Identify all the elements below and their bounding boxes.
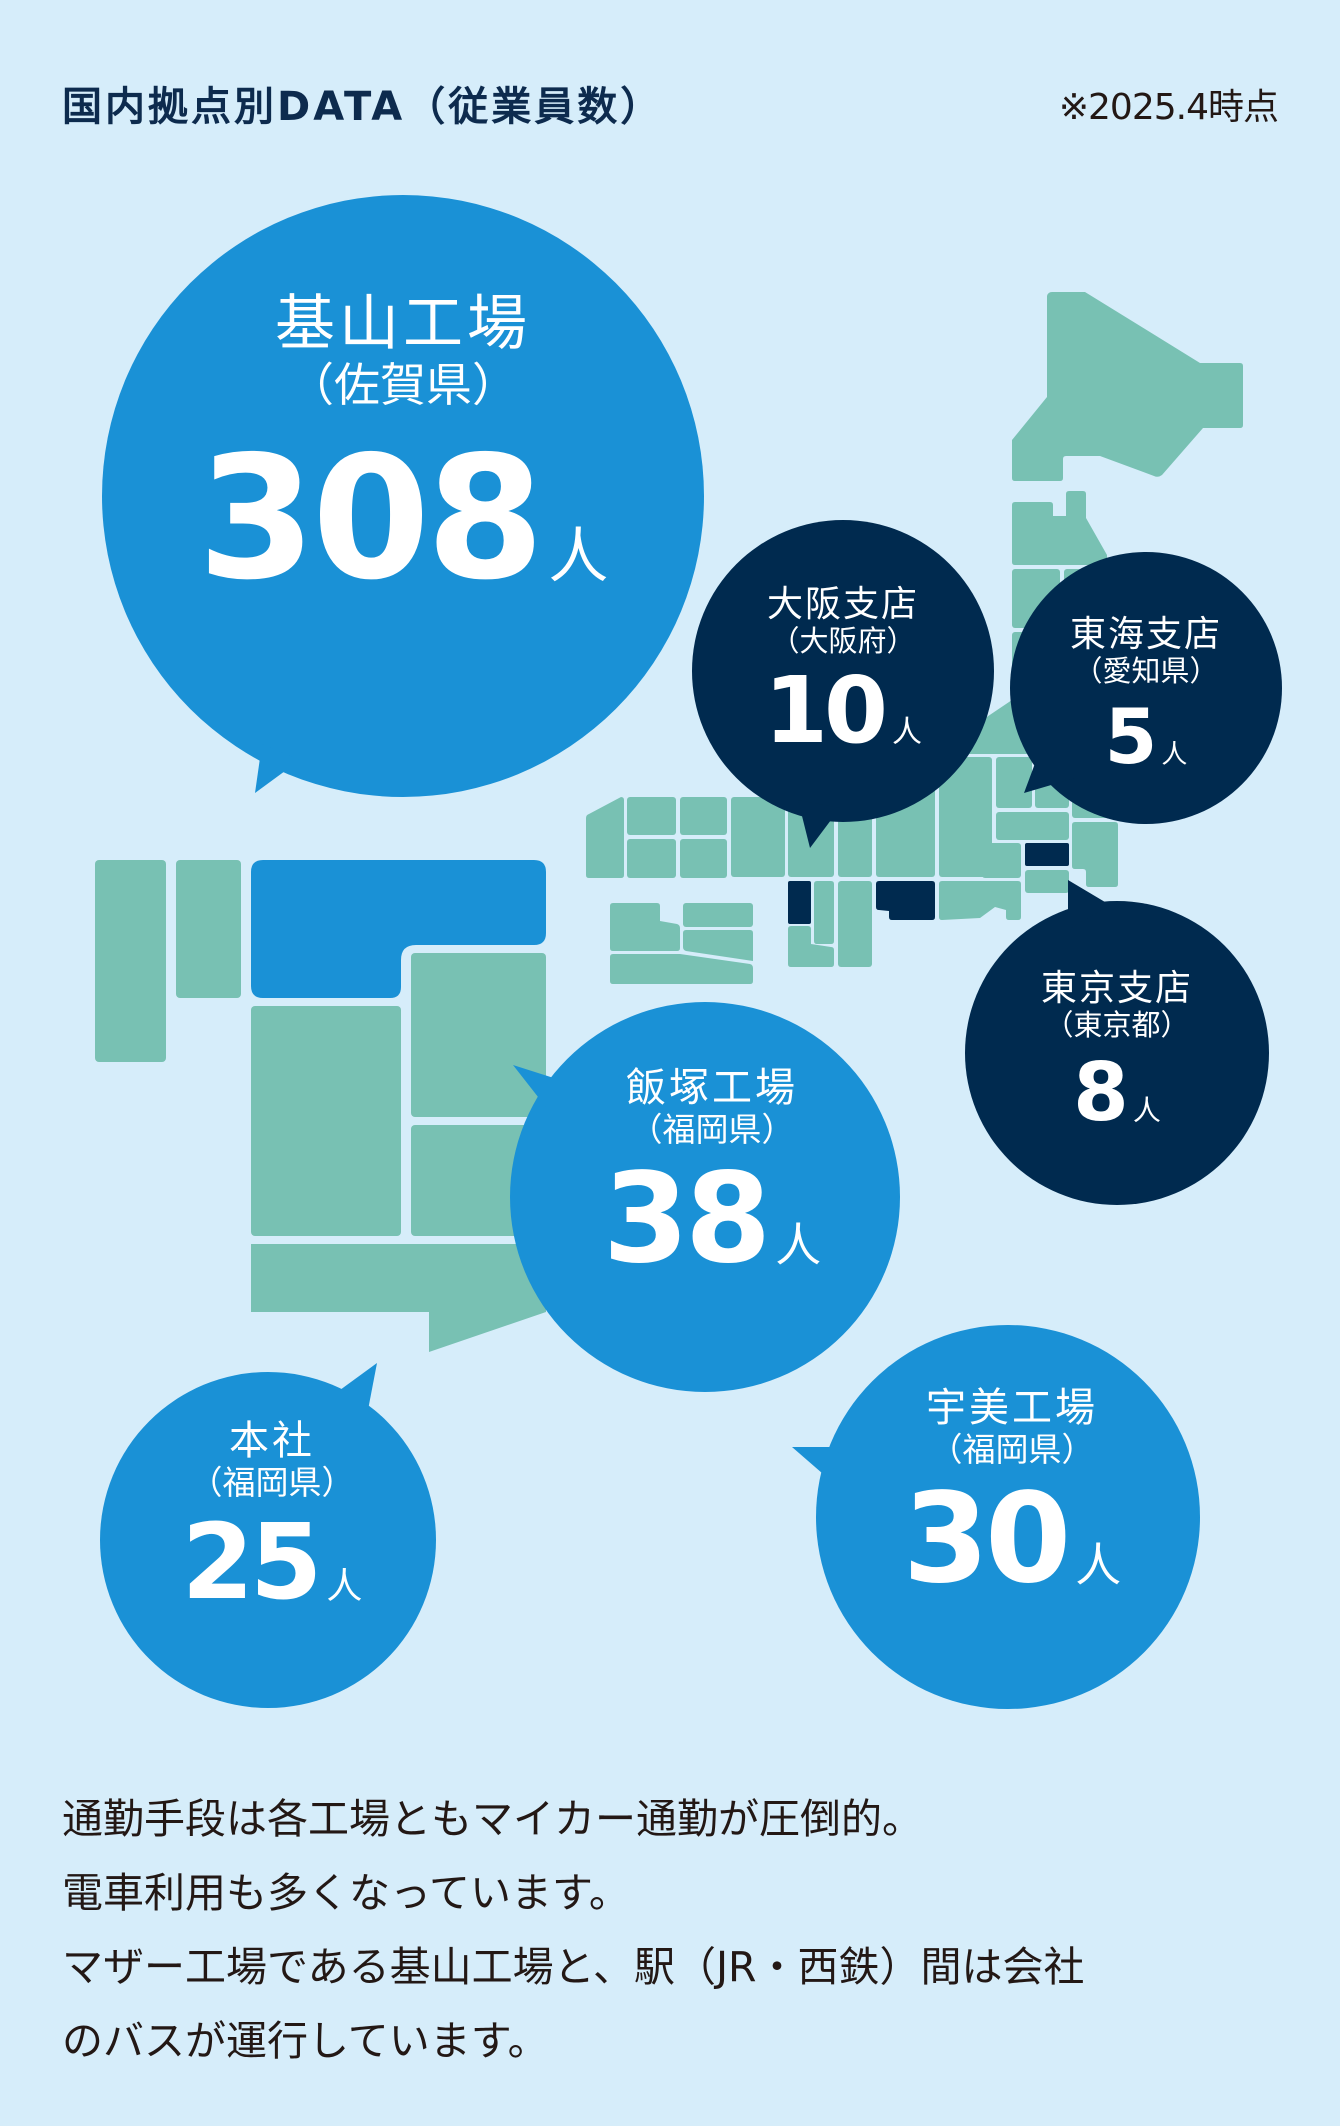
map-chiba [1072,822,1118,887]
page-title: 国内拠点別DATA（従業員数） [62,84,664,130]
location-count: 38 [602,1146,772,1291]
map-kochi [610,954,753,984]
location-count: 10 [763,656,888,764]
location-name: 飯塚工場 [626,1065,798,1111]
location-unit: 人 [1132,1093,1161,1127]
map-yamanashi [982,843,1021,878]
location-unit: 人 [548,521,609,592]
map-nagano [939,757,992,877]
bubble-umi [792,1325,1200,1709]
map-kyushu-kagoshima [251,1244,546,1352]
map-yamaguchi [586,797,624,878]
map-nara [814,881,834,944]
bubble-kiyama [102,195,704,797]
bubble-honsha [100,1363,436,1708]
japan-map [95,195,1282,1709]
map-kyushu-nagasaki [176,860,241,998]
location-unit: 人 [892,714,923,750]
map-kanagawa [1025,870,1069,893]
location-unit: 人 [1161,739,1188,770]
map-kyushu-oita [411,953,546,1117]
map-kyushu-nagasaki-west [95,860,166,1062]
map-shimane [627,797,676,835]
location-count: 8 [1073,1045,1129,1139]
map-wakayama [788,926,834,967]
map-aomori [1012,491,1107,565]
map-hyogo [731,797,785,877]
bubble-tokai [1010,552,1282,824]
map-hokkaido [1012,292,1243,481]
map-tokushima [683,930,753,961]
bubble-tokyo [965,880,1269,1205]
map-ehime [610,903,680,951]
map-hiroshima [627,839,676,878]
map-aichi-highlight [876,881,935,920]
location-count: 30 [902,1466,1072,1611]
location-count: 5 [1104,691,1158,781]
location-pref: （福岡県） [629,1110,795,1149]
location-unit: 人 [1075,1537,1122,1592]
commute-description: 通勤手段は各工場ともマイカー通勤が圧倒的。 電車利用も多くなっています。 マザー… [62,1782,1292,2078]
map-branch-highlights [788,843,1069,924]
location-pref: （愛知県） [1073,654,1219,689]
map-tokyo-highlight [1025,843,1069,866]
location-pref: （大阪府） [770,624,916,659]
description-line: 電車利用も多くなっています。 [62,1869,630,1917]
location-count: 308 [197,419,545,618]
bubble-iizuka [510,1002,900,1392]
map-shizuoka [939,881,1021,920]
location-pref: （佐賀県） [287,358,518,412]
location-pref: （福岡県） [189,1463,355,1502]
as-of-date: ※2025.4時点 [1058,87,1279,128]
map-tottori [680,797,727,835]
location-count: 25 [181,1500,323,1623]
map-kyushu-saga-fukuoka-highlight [251,860,546,998]
location-name: 基山工場 [274,289,531,359]
map-gunma [996,757,1032,808]
description-line: マザー工場である基山工場と、駅（JR・西鉄）間は会社 [62,1943,1085,1991]
map-okayama [680,839,727,878]
description-line: 通勤手段は各工場ともマイカー通勤が圧倒的。 [62,1795,923,1843]
description-line: のバスが運行しています。 [62,2017,549,2065]
location-name: 東海支店 [1069,614,1223,655]
location-name: 大阪支店 [766,584,919,625]
map-mie [838,881,872,967]
bubble-osaka [692,520,994,848]
location-pref: （福岡県） [929,1430,1095,1469]
map-kyushu-kumamoto [251,1006,401,1236]
location-name: 東京支店 [1040,968,1194,1009]
location-pref: （東京都） [1044,1008,1190,1043]
map-osaka-highlight [788,881,811,924]
location-unit: 人 [326,1565,363,1607]
map-saitama [996,812,1069,840]
map-kagawa [683,903,753,927]
location-name: 本社 [229,1418,315,1464]
location-unit: 人 [775,1217,822,1272]
location-name: 宇美工場 [926,1385,1098,1431]
